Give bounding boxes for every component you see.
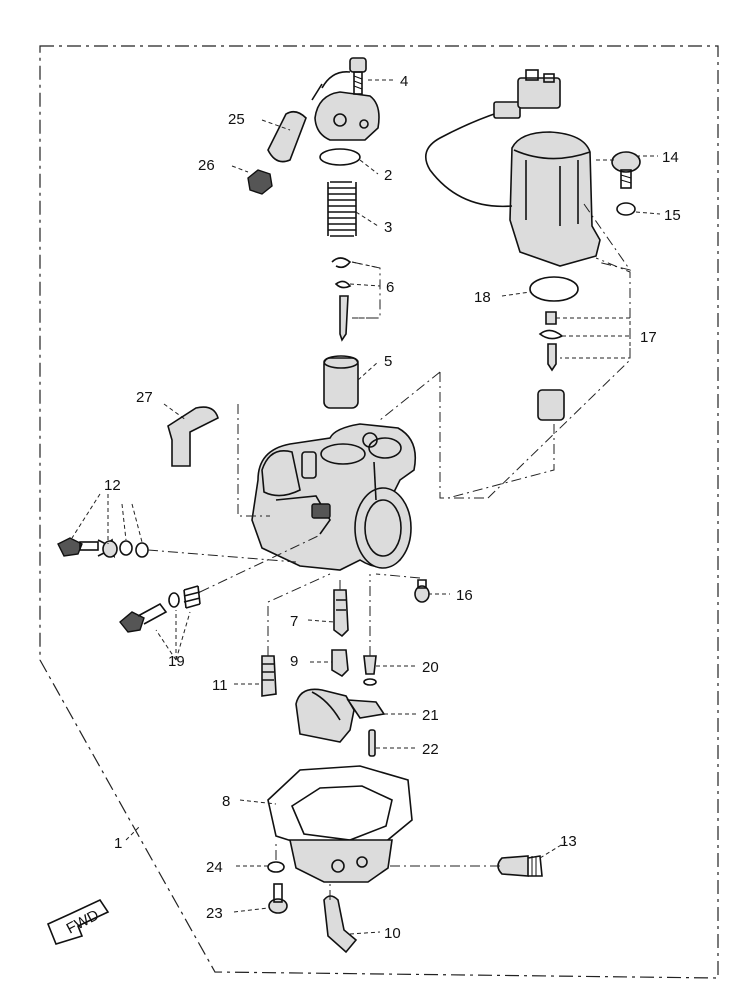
plunger-set-17: [537, 311, 565, 421]
auto-choke-assembly: [424, 69, 601, 267]
drain-hose-10: [323, 895, 358, 954]
needle-jet-7: [333, 589, 349, 638]
screw-16: [414, 579, 430, 603]
hose-27: [167, 406, 219, 467]
callout-16: 16: [456, 587, 473, 604]
callout-19: 19: [168, 653, 185, 670]
callout-25: 25: [228, 111, 245, 128]
callout-13: 13: [560, 833, 577, 850]
callout-5: 5: [384, 353, 392, 370]
callout-20: 20: [422, 659, 439, 676]
screw-14: [611, 151, 641, 189]
callout-2: 2: [384, 167, 392, 184]
callout-3: 3: [384, 219, 392, 236]
screw-4: [349, 57, 367, 95]
needle-valve-20: [363, 655, 377, 686]
callout-22: 22: [422, 741, 439, 758]
o-ring-18: [529, 276, 579, 302]
callout-11: 11: [212, 677, 228, 694]
throttle-stop-screw-set-19: [119, 585, 201, 633]
throttle-valve-5: [323, 355, 359, 409]
callout-15: 15: [664, 207, 681, 224]
guide-line: [379, 371, 486, 499]
callout-24: 24: [206, 859, 223, 876]
carburetor-body: [251, 423, 417, 571]
spring-3: [327, 181, 357, 237]
callout-14: 14: [662, 149, 679, 166]
fwd-label: FWD: [64, 906, 102, 937]
callout-17: 17: [640, 329, 657, 346]
top-cover-assembly: [311, 71, 380, 141]
guide-line: [583, 203, 632, 271]
callout-23: 23: [206, 905, 223, 922]
main-jet-9: [331, 649, 349, 678]
callout-1: 1: [114, 835, 122, 852]
guide-line: [267, 573, 331, 656]
callout-9: 9: [290, 653, 298, 670]
float-bowl: [289, 839, 393, 883]
washer-24: [267, 861, 285, 873]
gasket-8: [267, 765, 413, 851]
callout-4: 4: [400, 73, 408, 90]
guide-line: [447, 424, 555, 499]
guide-line: [487, 257, 631, 499]
o-ring-2: [319, 148, 361, 166]
float-pin-22: [368, 729, 376, 757]
float-21: [295, 688, 386, 743]
forward-arrow-icon: [46, 898, 110, 945]
callout-6: 6: [386, 279, 394, 296]
assembly-border: [39, 45, 719, 979]
pilot-screw-set-12: [57, 537, 149, 559]
guide-line: [351, 261, 381, 319]
guide-line: [375, 573, 421, 579]
guide-line: [147, 549, 297, 563]
callout-7: 7: [290, 613, 298, 630]
screw-23: [268, 883, 288, 914]
guide-line: [199, 535, 319, 593]
needle-set-6: [331, 257, 352, 342]
cap-25: [267, 110, 307, 163]
callout-27: 27: [136, 389, 153, 406]
pilot-jet-11: [261, 655, 277, 697]
callout-10: 10: [384, 925, 401, 942]
washer-15: [616, 202, 636, 216]
drain-screw-13: [497, 855, 543, 877]
callout-21: 21: [422, 707, 439, 724]
callout-18: 18: [474, 289, 491, 306]
callout-12: 12: [104, 477, 121, 494]
nut-26: [247, 169, 273, 195]
callout-8: 8: [222, 793, 230, 810]
callout-26: 26: [198, 157, 215, 174]
